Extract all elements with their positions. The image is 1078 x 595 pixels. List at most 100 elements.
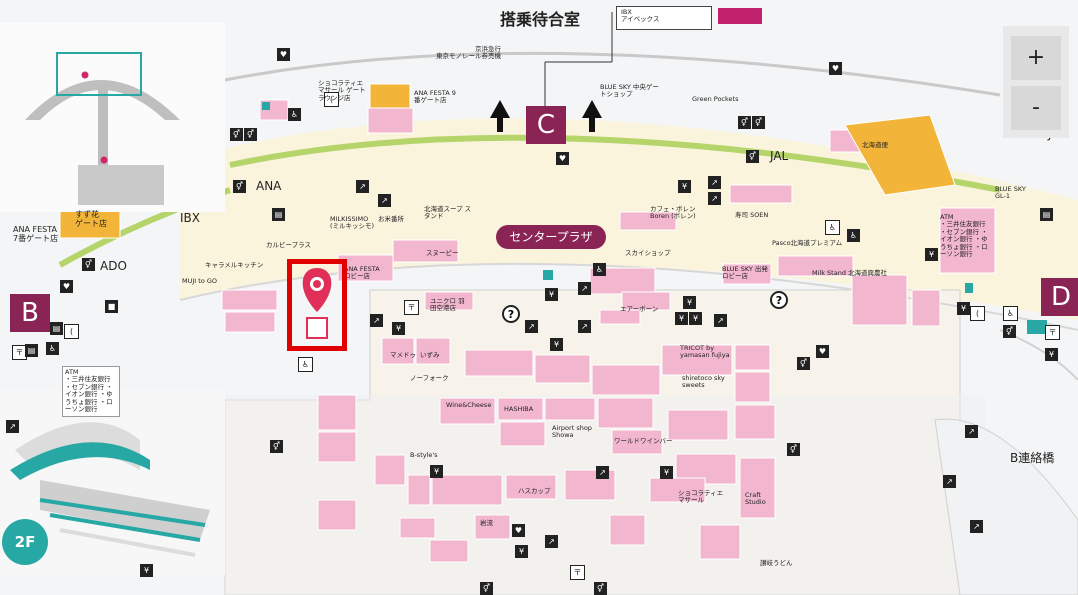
b-bridge-label: B連絡橋: [1010, 451, 1055, 465]
orange-shop-block: [59, 209, 121, 239]
escalator-icon: ↗: [6, 420, 19, 433]
aed-icon: ♥: [816, 345, 829, 358]
shop-block: [367, 107, 414, 134]
atm-icon: ¥: [550, 338, 563, 351]
escalator-icon: ↗: [708, 192, 721, 205]
orange-shop-block: [369, 83, 411, 109]
shop-block: [599, 309, 641, 325]
restroom-icon: ⚥: [270, 440, 283, 453]
shop-block: [609, 514, 646, 546]
shop-label-mamedo: マメドゥ: [390, 351, 416, 359]
minimap-location-dot: [81, 71, 89, 79]
atm-icon: ¥: [689, 312, 702, 325]
restroom-icon: ⚥: [738, 116, 751, 129]
shop-label-uniqlo: ユニクロ 羽田空港店: [430, 297, 465, 313]
escalator-icon: ↗: [596, 466, 609, 479]
post-icon: 〒: [404, 300, 419, 315]
escalator-icon: ↗: [578, 320, 591, 333]
wheelchair-icon: ♿: [298, 357, 313, 372]
atm-icon: ¥: [392, 322, 405, 335]
atm-icon: ¥: [430, 465, 443, 478]
atm-info-box-left: ATM ・三井住友銀行 ・セブン銀行 ・イオン銀行 ・ゆうちょ銀行 ・ローソン銀…: [62, 366, 120, 417]
shop-block: [777, 255, 854, 277]
shop-label-husk: ハスカップ: [518, 487, 551, 495]
locker-icon: ▤: [272, 208, 285, 221]
suzu-line1: すず花: [75, 210, 99, 219]
orange-shop-block: [844, 114, 956, 196]
shop-block: [734, 344, 771, 371]
post-icon: 〒: [1045, 325, 1060, 340]
shop-label-snoopy: スヌーピー: [426, 249, 459, 257]
gate-b-sign: B: [10, 294, 50, 332]
shop-label-hokkaido: 北海道便: [862, 141, 888, 149]
locker-icon: ▤: [50, 322, 63, 335]
post-icon: 〒: [570, 565, 585, 580]
escalator-icon: ↗: [525, 320, 538, 333]
restroom-icon: ⚥: [746, 150, 759, 163]
shop-block: [431, 474, 503, 506]
shop-label-chocolate: ショコラティエ マサール ゲートラウンジ店: [318, 79, 366, 102]
shop-label-airborne: エアーボーン: [620, 305, 659, 313]
overview-shop-suzu: すず花 ゲート店: [75, 210, 107, 228]
shop-label-milkissimo: MILKISSIMO (ミルキッシモ): [330, 215, 375, 231]
shop-block: [734, 371, 771, 403]
shop-label-tricot: TRICOT by yamasan fujiya: [680, 344, 730, 360]
atm-left-lines: ・三井住友銀行 ・セブン銀行 ・イオン銀行 ・ゆうちょ銀行 ・ローソン銀行: [65, 375, 113, 414]
selected-location-marker[interactable]: [287, 259, 347, 351]
shop-block: [619, 211, 677, 231]
shop-label-caramel: キャラメルキッチン: [205, 261, 264, 269]
teal-block: [543, 270, 553, 280]
phone-icon: ■: [105, 300, 118, 313]
shop-block: [661, 344, 733, 376]
escalator-icon: ↗: [370, 314, 383, 327]
zoom-controls: + -: [1003, 26, 1069, 138]
shop-label-nofu: ノーフォーク: [410, 374, 449, 382]
escalator-icon: ↗: [714, 314, 727, 327]
anafesta7-line2: 7番ゲート店: [13, 234, 59, 244]
ibx-sign-line2: アイベックス: [621, 15, 660, 24]
building-stripe: [39, 498, 206, 527]
atm-icon: ¥: [660, 466, 673, 479]
shop-label-skyshop: スカイショップ: [625, 249, 671, 257]
shop-block: [429, 539, 469, 563]
escalator-icon: ↗: [970, 520, 983, 533]
shop-label-milkstand: Milk Stand 北海道興農社: [812, 269, 888, 277]
wheelchair-icon: ♿: [593, 263, 606, 276]
shop-label-calbee: カルビープラス: [266, 241, 311, 249]
shop-label-world-wine: ワールドワインバー: [614, 437, 673, 445]
shop-block: [317, 431, 357, 463]
shop-block: [317, 499, 357, 531]
atm-icon: ¥: [515, 545, 528, 558]
ibx-sign-line1: IBX: [621, 8, 632, 16]
shop-block: [939, 207, 996, 274]
ibx-sign-label: IBX アイベックス: [616, 6, 712, 30]
atm-icon: ¥: [675, 312, 688, 325]
shop-block: [649, 477, 706, 503]
shop-block: [399, 517, 436, 539]
shop-block: [497, 397, 544, 421]
airline-jal-label: JAL: [770, 149, 789, 163]
atm-icon: ¥: [545, 288, 558, 301]
shop-label-izumi: いずみ: [420, 351, 440, 359]
arrow-up-icon: [582, 100, 602, 132]
atm-left-title: ATM: [65, 368, 79, 376]
building-stripe: [59, 528, 196, 557]
airline-ado-label: ADO: [100, 259, 127, 273]
shop-block: [505, 474, 557, 500]
restroom-icon: ⚥: [594, 582, 607, 595]
anafesta7-line1: ANA FESTA: [13, 225, 57, 234]
zoom-in-button[interactable]: +: [1011, 36, 1061, 80]
floor-indicator-badge[interactable]: 2F: [2, 519, 48, 565]
locker-icon: ▤: [1040, 208, 1053, 221]
zoom-out-button[interactable]: -: [1011, 86, 1061, 130]
teal-block: [262, 102, 270, 110]
airline-ibx-label: IBX: [180, 211, 200, 225]
teal-blocks: [262, 102, 1047, 334]
gate-c-sign: C: [526, 106, 566, 144]
shop-label-bluesky-gl: BLUE SKY GL-1: [995, 185, 1026, 201]
shop-block: [851, 274, 908, 326]
building-3d-thumbnail: [0, 390, 225, 575]
shop-block: [464, 349, 534, 377]
minimap-pier: [98, 85, 108, 165]
